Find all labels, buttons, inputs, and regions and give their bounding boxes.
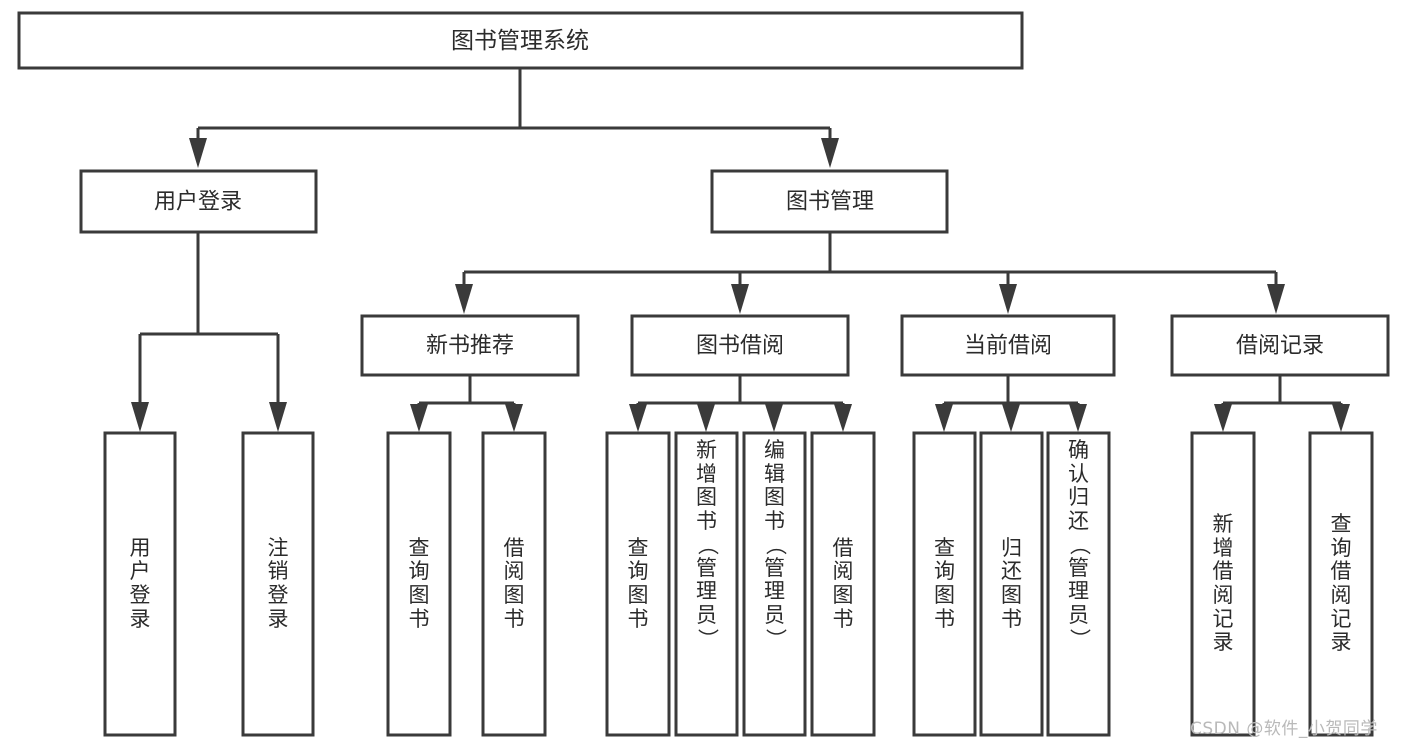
node-book-borrow[interactable]: 图书借阅 xyxy=(630,314,850,377)
leaf-boxes xyxy=(103,431,1374,737)
arrow-head-borrow-record xyxy=(1267,284,1285,314)
arrow-head-leaf-borrow-book-2 xyxy=(834,404,852,432)
node-leaf-borrow-book-1-box[interactable] xyxy=(481,431,547,737)
node-borrow-record-box[interactable] xyxy=(1170,314,1390,377)
node-user-login-box[interactable] xyxy=(79,169,318,234)
arrow-head-leaf-query-book-2 xyxy=(629,404,647,432)
node-leaf-query-book-1-box[interactable] xyxy=(386,431,452,737)
arrow-head-leaf-add-book xyxy=(697,404,715,432)
node-new-book-rec-label: 新书推荐 xyxy=(426,334,514,359)
arrow-head-book-borrow xyxy=(731,284,749,314)
arrow-head-user-login xyxy=(189,138,207,168)
node-leaf-logout-box[interactable] xyxy=(241,431,315,737)
node-book-borrow-label: 图书借阅 xyxy=(696,334,784,359)
node-new-book-rec[interactable]: 新书推荐 xyxy=(360,314,580,377)
arrow-head-leaf-return-book xyxy=(1002,404,1020,432)
arrow-head-leaf-add-record xyxy=(1214,404,1232,432)
node-leaf-user-login-box[interactable] xyxy=(103,431,177,737)
node-book-manage-box[interactable] xyxy=(710,169,949,234)
node-current-borrow-box[interactable] xyxy=(900,314,1116,377)
connector-group-book-manage xyxy=(455,232,1285,314)
node-root-label: 图书管理系统 xyxy=(451,28,589,54)
node-root[interactable]: 图书管理系统 xyxy=(17,11,1024,70)
node-book-borrow-box[interactable] xyxy=(630,314,850,377)
node-borrow-record-label: 借阅记录 xyxy=(1236,334,1324,359)
node-leaf-add-record-box[interactable] xyxy=(1190,431,1256,737)
node-borrow-record[interactable]: 借阅记录 xyxy=(1170,314,1390,377)
node-user-login[interactable]: 用户登录 xyxy=(79,169,318,234)
arrow-head-book-manage xyxy=(821,138,839,168)
node-leaf-confirm-return-box[interactable] xyxy=(1046,431,1111,737)
connector-group-current-borrow xyxy=(935,375,1087,432)
node-leaf-return-book-box[interactable] xyxy=(979,431,1044,737)
connector-group-borrow-record xyxy=(1214,375,1350,432)
arrow-head-leaf-user-login xyxy=(131,402,149,432)
arrow-head-leaf-query-book-1 xyxy=(410,404,428,432)
node-book-manage[interactable]: 图书管理 xyxy=(710,169,949,234)
node-leaf-add-book-box[interactable] xyxy=(674,431,739,737)
node-leaf-edit-book-box[interactable] xyxy=(742,431,807,737)
node-leaf-query-record-box[interactable] xyxy=(1308,431,1374,737)
arrow-head-leaf-borrow-book-1 xyxy=(505,404,523,432)
arrow-head-leaf-logout xyxy=(269,402,287,432)
connector-group-new-book-rec xyxy=(410,375,523,432)
node-leaf-query-book-2-box[interactable] xyxy=(605,431,671,737)
arrow-head-leaf-query-record xyxy=(1332,404,1350,432)
arrow-head-new-book-rec xyxy=(455,284,473,314)
node-book-manage-label: 图书管理 xyxy=(786,190,874,215)
arrow-head-leaf-edit-book xyxy=(765,404,783,432)
node-leaf-query-book-3-box[interactable] xyxy=(912,431,977,737)
arrow-head-current-borrow xyxy=(999,284,1017,314)
node-leaf-borrow-book-2-box[interactable] xyxy=(810,431,876,737)
connector-group-user-login xyxy=(131,232,287,432)
node-user-login-label: 用户登录 xyxy=(154,190,242,215)
arrow-head-leaf-confirm-return xyxy=(1069,404,1087,432)
connector-group-root xyxy=(189,68,839,168)
connector-group-book-borrow xyxy=(629,375,852,432)
arrow-head-leaf-query-book-3 xyxy=(935,404,953,432)
node-root-box[interactable] xyxy=(17,11,1024,70)
node-current-borrow[interactable]: 当前借阅 xyxy=(900,314,1116,377)
node-current-borrow-label: 当前借阅 xyxy=(964,334,1052,359)
node-new-book-rec-box[interactable] xyxy=(360,314,580,377)
